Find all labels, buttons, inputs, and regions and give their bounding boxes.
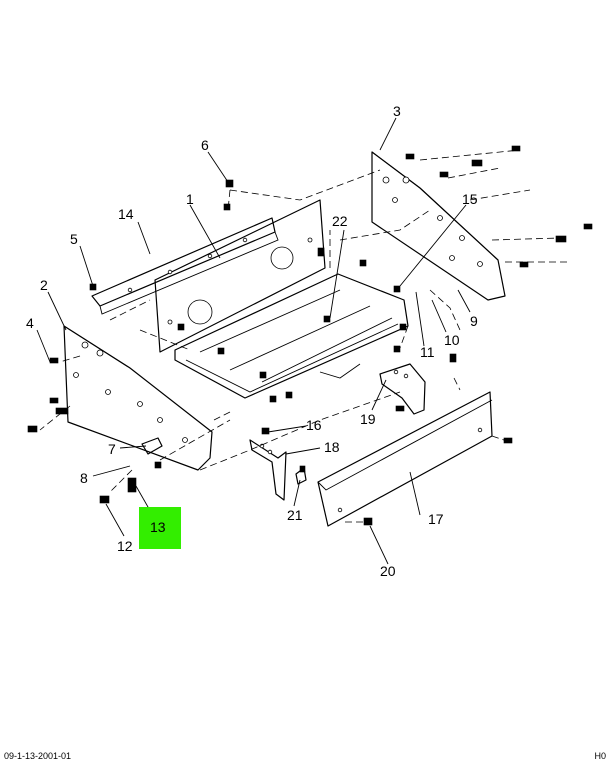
callout-16: 16	[306, 417, 322, 433]
callout-1: 1	[186, 191, 194, 207]
leader-lines	[36, 117, 471, 565]
callout-20: 20	[380, 563, 396, 579]
callout-9: 9	[470, 313, 478, 329]
callout-2: 2	[40, 277, 48, 293]
callout-13: 13	[150, 519, 166, 535]
clip-7	[141, 437, 163, 455]
bolt-icon	[49, 397, 59, 404]
main-tray	[174, 273, 409, 399]
bolt-icon	[555, 235, 567, 243]
bracket-19	[379, 363, 426, 415]
callout-18: 18	[324, 439, 340, 455]
bolt-icon	[395, 405, 405, 412]
bolt-icon	[27, 425, 38, 433]
callout-17: 17	[428, 511, 444, 527]
bolt-icon	[323, 315, 331, 323]
bracket-18	[249, 439, 287, 501]
bolt-icon	[177, 323, 185, 331]
callout-19: 19	[360, 411, 376, 427]
bolt-icon	[449, 353, 457, 363]
bolt-icon	[285, 391, 293, 399]
callout-5: 5	[70, 231, 78, 247]
bolt-icon	[439, 171, 449, 178]
bolt-icon	[261, 427, 270, 435]
callout-6: 6	[201, 137, 209, 153]
bolt-icon	[259, 371, 267, 379]
bolt-icon	[127, 477, 137, 493]
bolt-icon	[49, 357, 59, 364]
callout-14: 14	[118, 206, 134, 222]
callout-4: 4	[26, 315, 34, 331]
bolt-icon	[405, 153, 415, 160]
callout-11: 11	[420, 344, 435, 360]
bolt-icon	[399, 323, 407, 331]
bolt-icon	[317, 247, 325, 257]
bolt-icon	[299, 465, 306, 473]
bolt-icon	[519, 261, 529, 268]
callout-15: 15	[462, 191, 478, 207]
bolt-icon	[393, 345, 401, 353]
bolt-icon	[55, 407, 69, 415]
right-side-plate	[371, 151, 506, 301]
bolt-icon	[511, 145, 521, 152]
assembly-lines	[39, 149, 570, 523]
callout-labels: 1 2 3 4 5 6 7 8 9 10 11 12 13 14 15 16 1…	[26, 103, 478, 579]
bolt-icon	[359, 259, 367, 267]
footer-right-code: H0	[594, 751, 606, 761]
callout-22: 22	[332, 213, 348, 229]
bolt-icon	[269, 395, 277, 403]
bolt-icon	[583, 223, 593, 230]
bolt-icon	[99, 495, 110, 504]
callout-8: 8	[80, 470, 88, 486]
footer-left-code: 09-1-13-2001-01	[4, 751, 72, 761]
bolt-icon	[223, 203, 231, 211]
bolt-icon	[225, 179, 234, 188]
callout-12: 12	[117, 538, 133, 554]
fasteners	[27, 145, 593, 526]
highlight-box	[139, 507, 181, 549]
bolt-icon	[471, 159, 483, 167]
callout-7: 7	[108, 441, 116, 457]
bolt-icon	[89, 283, 97, 291]
callout-10: 10	[444, 332, 460, 348]
left-side-plate	[63, 325, 213, 471]
bolt-icon	[154, 461, 162, 469]
callout-21: 21	[287, 507, 303, 523]
bolt-icon	[393, 285, 401, 293]
front-step-bar	[317, 391, 493, 527]
callout-3: 3	[393, 103, 401, 119]
bolt-icon	[503, 437, 513, 444]
bolt-icon	[217, 347, 225, 355]
vertical-panel	[154, 199, 326, 353]
bolt-icon	[363, 517, 373, 526]
